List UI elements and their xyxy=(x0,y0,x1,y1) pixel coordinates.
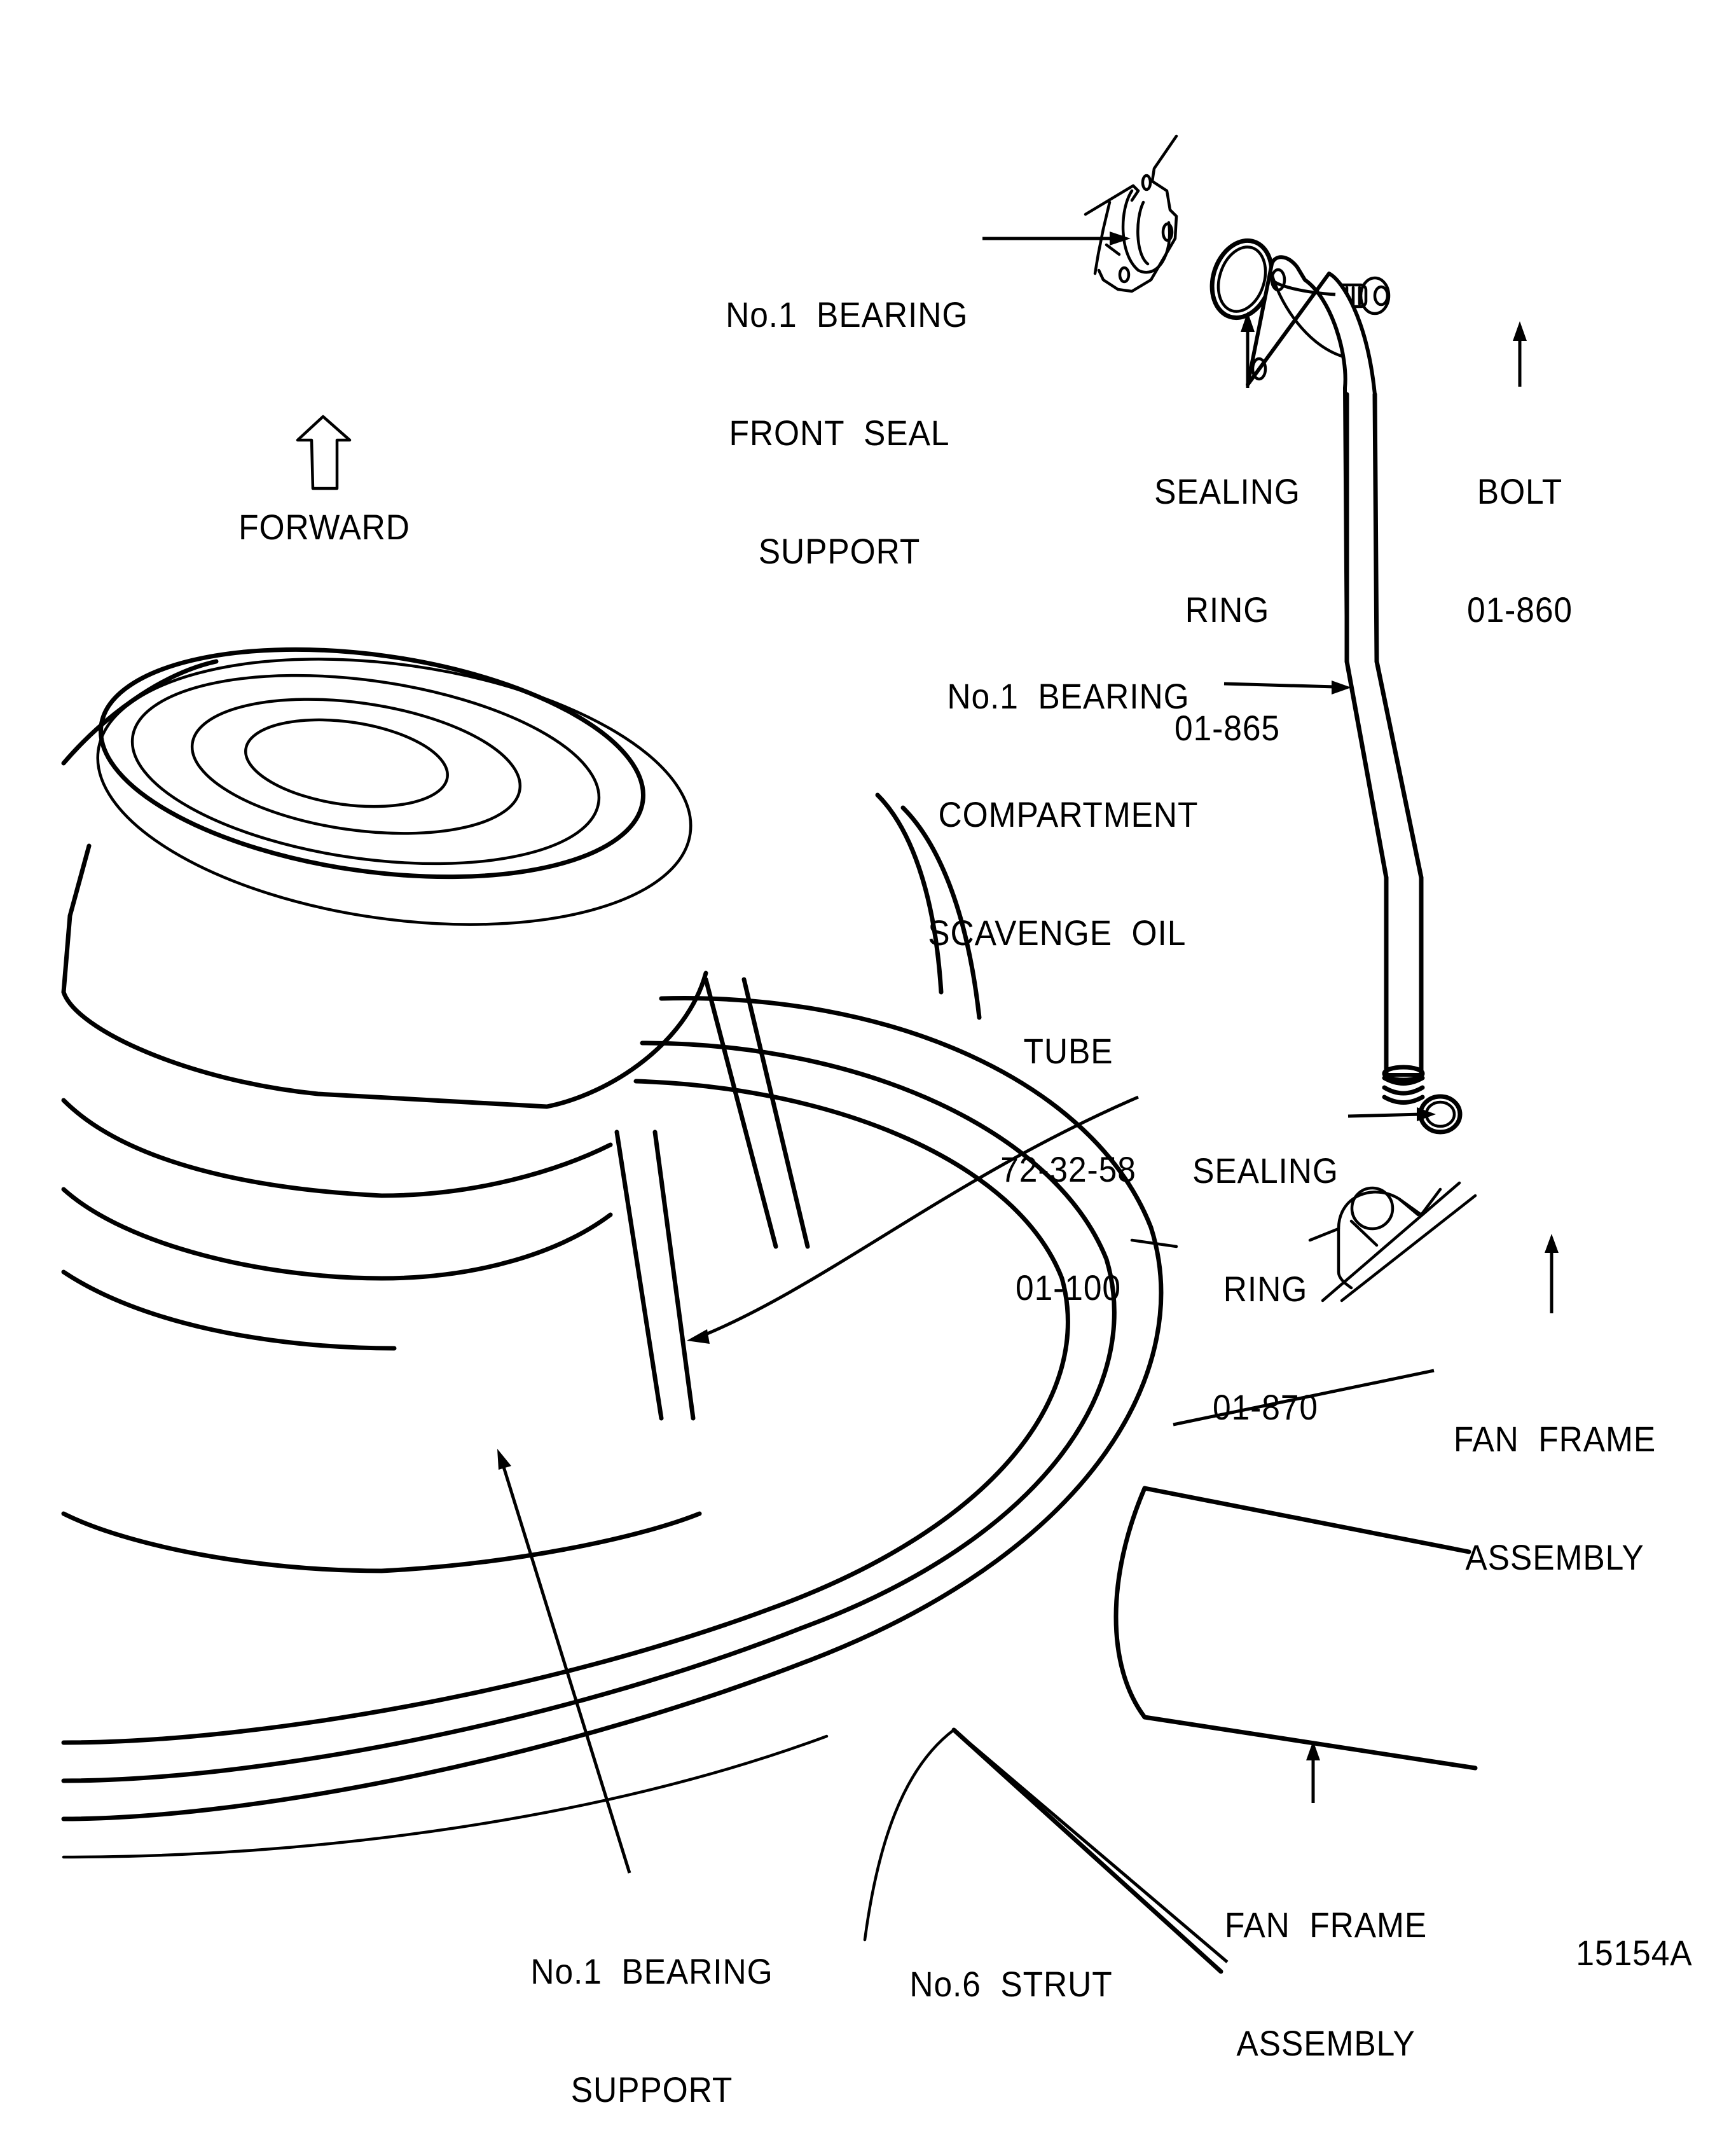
front-seal-support-part xyxy=(1084,134,1178,293)
callout-sealing-ring-01-870: SEALING RING 01-870 xyxy=(1178,1072,1353,1467)
figure-id: 15154A xyxy=(1576,1933,1693,1973)
callout-line: TUBE xyxy=(1023,1031,1113,1071)
callout-line: No.1 BEARING xyxy=(530,1951,773,1991)
fan-frame-boss-part xyxy=(1308,1181,1477,1303)
callout-fan-frame-assembly-upper: FAN FRAME ASSEMBLY xyxy=(1441,1341,1669,1617)
callout-line: 72-32-58 xyxy=(1000,1149,1136,1189)
callout-line: FAN FRAME xyxy=(1453,1419,1657,1459)
callout-line: SUPPORT xyxy=(758,531,921,571)
callout-no6-strut: No.6 STRUT xyxy=(894,1886,1128,2043)
callout-bolt-01-860: BOLT 01-860 xyxy=(1443,393,1595,669)
callout-line: SUPPORT xyxy=(570,2070,733,2110)
callout-bearing-support: No.1 BEARING SUPPORT xyxy=(520,1873,783,2149)
callout-line: BOLT xyxy=(1477,471,1563,511)
callout-line: SEALING xyxy=(1192,1151,1339,1191)
exploded-view-illustration xyxy=(61,134,1559,1974)
forward-label: FORWARD xyxy=(238,507,410,547)
fan-frame-ring xyxy=(61,995,1164,1859)
callout-line: SEALING xyxy=(1154,471,1300,511)
callout-line: 01-870 xyxy=(1213,1387,1318,1427)
callout-scavenge-oil-tube: No.1 BEARING COMPARTMENT SCAVENGE OIL TU… xyxy=(916,598,1220,1347)
callout-line: No.6 STRUT xyxy=(909,1964,1113,2004)
callout-line: FRONT SEAL xyxy=(729,413,950,453)
installed-scavenge-tube xyxy=(614,792,982,1421)
callout-front-seal-support: No.1 BEARING FRONT SEAL SUPPORT xyxy=(711,216,968,611)
callout-line: 01-865 xyxy=(1175,708,1280,748)
callout-line: 01-860 xyxy=(1467,590,1573,630)
callout-line: COMPARTMENT xyxy=(938,794,1199,834)
callout-fan-frame-assembly-lower: FAN FRAME ASSEMBLY xyxy=(1212,1827,1440,2103)
callout-line: 01-100 xyxy=(1016,1268,1121,1308)
callout-line: No.1 BEARING xyxy=(947,676,1190,716)
scavenge-oil-tube-part xyxy=(1246,255,1425,1105)
callout-line: FAN FRAME xyxy=(1224,1905,1428,1945)
callout-line: RING xyxy=(1185,590,1270,630)
callout-line: RING xyxy=(1223,1269,1308,1309)
callout-line: ASSEMBLY xyxy=(1236,2023,1416,2063)
callout-line: No.1 BEARING xyxy=(726,294,968,335)
callout-line: ASSEMBLY xyxy=(1465,1537,1644,1577)
forward-arrow-icon xyxy=(296,415,352,490)
bearing-support-housing xyxy=(61,647,708,1351)
callout-sealing-ring-01-865: SEALING RING 01-865 xyxy=(1140,393,1315,787)
leader-lines xyxy=(497,231,1559,1963)
strut-lines xyxy=(863,1238,1478,1974)
callout-line: SCAVENGE OIL xyxy=(928,913,1187,953)
